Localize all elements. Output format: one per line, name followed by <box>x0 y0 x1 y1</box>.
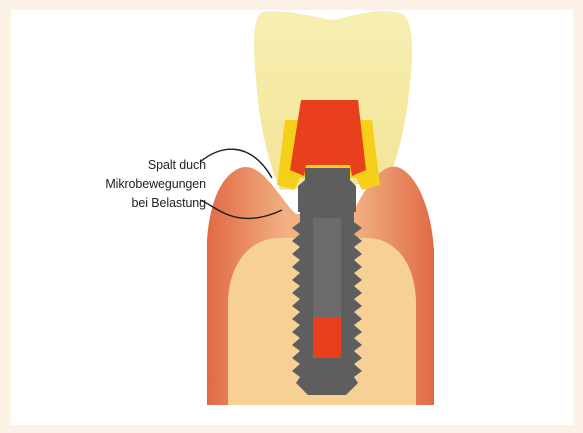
annotation-line-3: bei Belastung <box>20 194 206 213</box>
micro-gap-annotation: Spalt duch Mikrobewegungen bei Belastung <box>20 156 206 213</box>
abutment-post <box>298 168 356 212</box>
abutment-screw-tip <box>313 318 341 358</box>
annotation-line-2: Mikrobewegungen <box>20 175 206 194</box>
abutment-head <box>290 100 366 176</box>
annotation-line-1: Spalt duch <box>20 156 206 175</box>
implant-inner-channel <box>313 218 341 318</box>
